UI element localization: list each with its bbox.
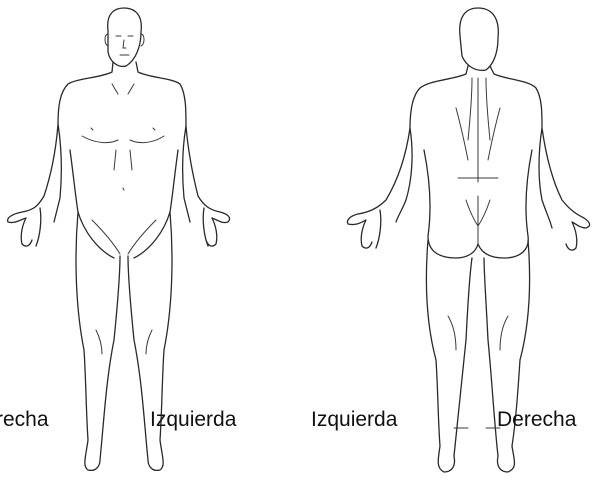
back-arm-left bbox=[347, 128, 412, 248]
front-arm-right bbox=[8, 124, 62, 246]
front-left-side-label: Izquierda bbox=[150, 409, 236, 430]
front-right-side-label: recha bbox=[0, 409, 49, 430]
back-left-side-label: Izquierda bbox=[311, 409, 397, 430]
back-head bbox=[460, 8, 499, 70]
front-head bbox=[108, 8, 142, 66]
back-legs bbox=[426, 240, 529, 472]
front-arm-left bbox=[183, 126, 230, 246]
front-body-figure bbox=[8, 8, 230, 470]
back-body-figure bbox=[347, 8, 589, 472]
back-arm-right bbox=[539, 128, 590, 250]
front-legs bbox=[76, 212, 172, 470]
back-right-side-label: Derecha bbox=[497, 409, 576, 430]
front-torso-outline bbox=[58, 62, 186, 126]
back-torso-outline bbox=[410, 66, 542, 128]
